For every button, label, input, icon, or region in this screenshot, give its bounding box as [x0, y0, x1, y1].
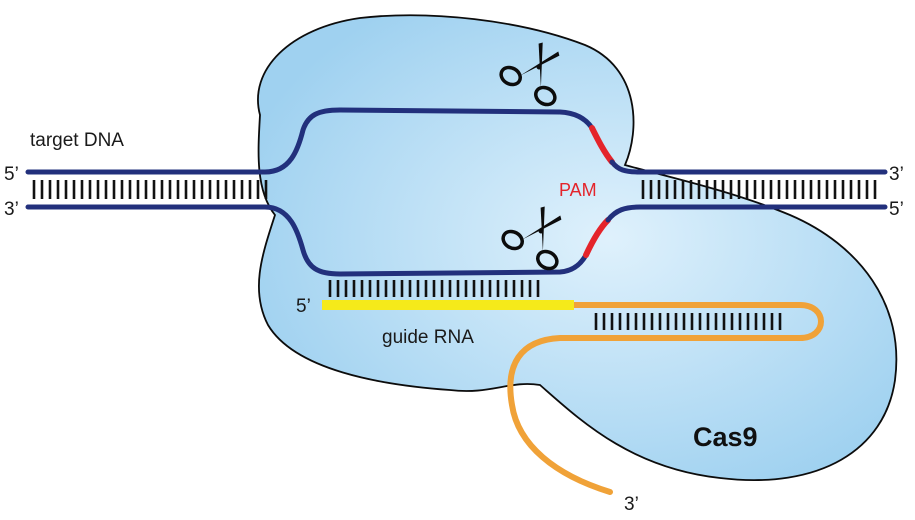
dna-strand-left-top: [25, 107, 343, 175]
base-pair-ticks: [32, 180, 877, 330]
right-top-end-label: 3’: [889, 164, 904, 185]
left-bottom-end-label: 3’: [4, 199, 19, 220]
pam-label: PAM: [559, 180, 597, 200]
rna-scaffold: [507, 302, 824, 495]
dna-strand-right-top: [609, 159, 888, 175]
dna-strand-right-bottom: [605, 204, 888, 223]
guide-rna-spacer: [322, 300, 574, 310]
cas9-label: Cas9: [693, 422, 758, 452]
right-bottom-end-label: 5’: [889, 199, 904, 220]
scissors-icon: [501, 206, 562, 271]
rna-tail-end-label: 3’: [624, 494, 639, 515]
scissors-icon: [499, 42, 560, 107]
cas9-protein-body: [257, 14, 898, 482]
left-top-end-label: 5’: [4, 164, 19, 185]
target-dna-label: target DNA: [30, 130, 124, 151]
guide-five-end-label: 5’: [296, 296, 311, 317]
pam-top-segment: [589, 125, 615, 165]
guide-rna-label: guide RNA: [382, 327, 474, 348]
pam-bottom-segment: [583, 217, 611, 258]
dna-strand-left-bottom: [25, 204, 343, 277]
